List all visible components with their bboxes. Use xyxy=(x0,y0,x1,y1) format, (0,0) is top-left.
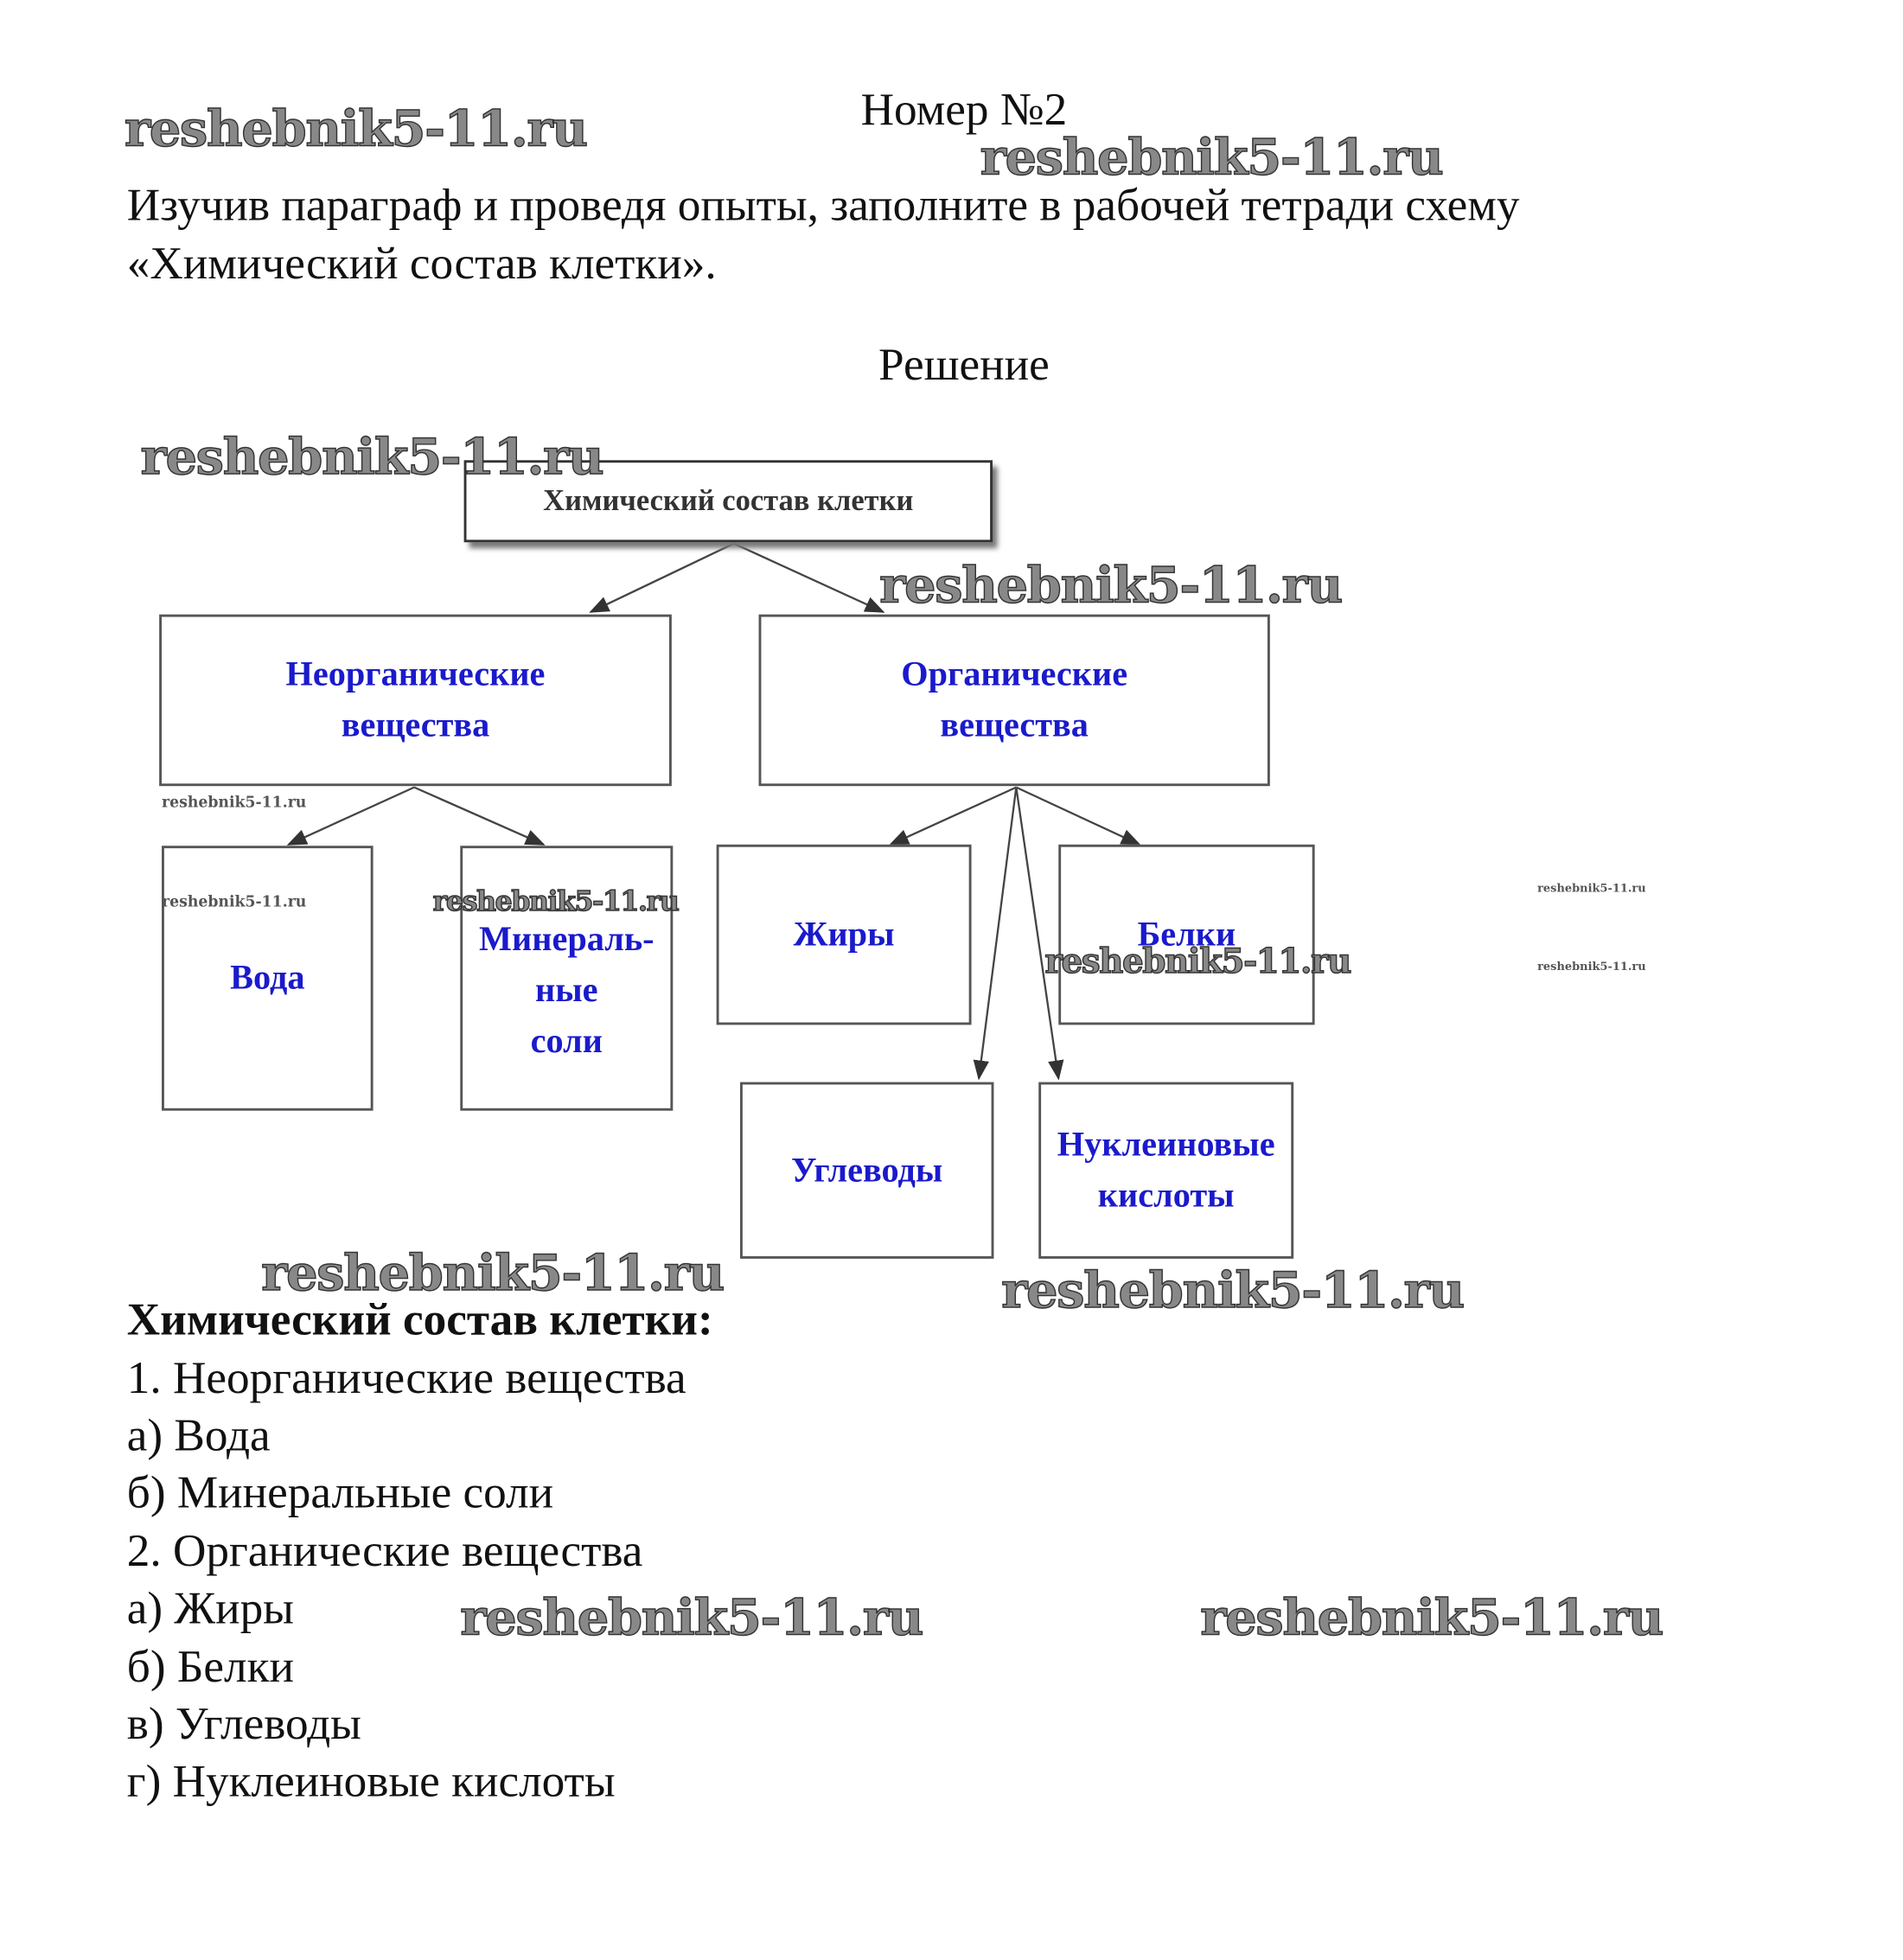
watermark: reshebnik5-11.ru xyxy=(432,885,680,918)
arrow xyxy=(1015,786,1141,846)
water-box: Вода xyxy=(162,846,374,1111)
task-line-2: «Химический состав клетки». xyxy=(126,239,717,290)
arrow xyxy=(413,786,546,846)
arrow xyxy=(286,786,415,846)
summary-line: б) Белки xyxy=(126,1641,294,1693)
water-label: Вода xyxy=(230,959,305,998)
summary-line: 2. Органические вещества xyxy=(126,1526,643,1578)
summary-line: б) Минеральные соли xyxy=(126,1467,554,1519)
organic-box: Органические вещества xyxy=(758,614,1270,787)
watermark: reshebnik5-11.ru xyxy=(1200,1588,1665,1647)
inorganic-label: Неорганические вещества xyxy=(285,655,546,745)
watermark: reshebnik5-11.ru xyxy=(162,793,307,811)
watermark: reshebnik5-11.ru xyxy=(124,99,589,158)
carbs-box: Углеводы xyxy=(739,1082,994,1259)
arrow xyxy=(888,786,1017,846)
watermark: reshebnik5-11.ru xyxy=(1537,961,1646,974)
watermark: reshebnik5-11.ru xyxy=(878,556,1344,615)
watermark: reshebnik5-11.ru xyxy=(162,892,307,911)
summary-line: 1. Неорганические вещества xyxy=(126,1353,686,1405)
salts-label: Минераль- ные соли xyxy=(479,920,655,1062)
watermark: reshebnik5-11.ru xyxy=(260,1243,725,1303)
fats-box: Жиры xyxy=(716,844,972,1025)
inorganic-box: Неорганические вещества xyxy=(159,614,672,787)
nucleic-box: Нуклеиновые кислоты xyxy=(1038,1082,1294,1259)
proteins-label: Белки xyxy=(1137,915,1236,954)
organic-label: Органические вещества xyxy=(901,655,1128,745)
problem-number: Номер №2 xyxy=(860,84,1068,136)
arrow xyxy=(1015,787,1064,1081)
nucleic-label: Нуклеиновые кислоты xyxy=(1057,1125,1275,1216)
root-label: Химический состав клетки xyxy=(543,484,914,517)
fats-label: Жиры xyxy=(793,915,895,954)
arrow xyxy=(733,542,885,613)
watermark: reshebnik5-11.ru xyxy=(140,427,605,487)
proteins-box: Белки xyxy=(1058,844,1315,1025)
watermark: reshebnik5-11.ru xyxy=(1044,942,1352,982)
summary-line: а) Жиры xyxy=(126,1583,294,1635)
watermark: reshebnik5-11.ru xyxy=(1537,883,1646,896)
summary-heading: Химический состав клетки: xyxy=(126,1294,713,1346)
watermark: reshebnik5-11.ru xyxy=(980,128,1445,187)
task-line-1: Изучив параграф и проведя опыты, заполни… xyxy=(126,180,1520,232)
carbs-label: Углеводы xyxy=(791,1151,943,1191)
summary-line: г) Нуклеиновые кислоты xyxy=(126,1756,616,1808)
arrow xyxy=(589,542,735,613)
salts-box: Минераль- ные соли xyxy=(460,846,674,1111)
root-box: Химический состав клетки xyxy=(463,460,993,543)
summary-line: а) Вода xyxy=(126,1410,271,1462)
watermark: reshebnik5-11.ru xyxy=(460,1588,925,1647)
watermark: reshebnik5-11.ru xyxy=(1000,1261,1466,1320)
solution-heading: Решение xyxy=(878,339,1050,391)
arrow xyxy=(973,787,1018,1081)
summary-line: в) Углеводы xyxy=(126,1699,361,1751)
